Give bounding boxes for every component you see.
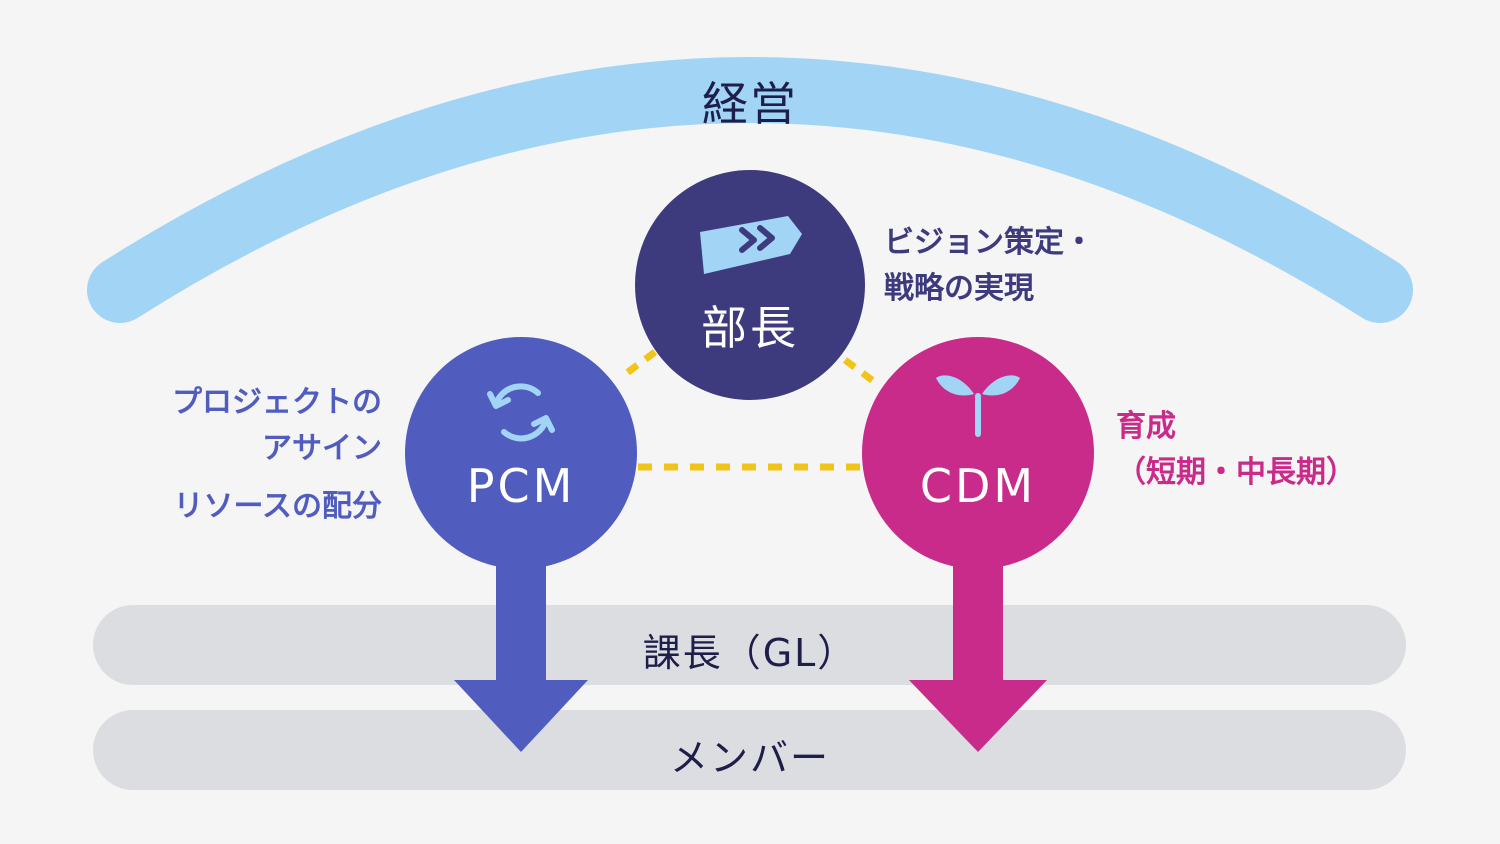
pcm-desc-line3: リソースの配分 [173, 489, 383, 524]
section-manager-label: 課長（GL） [642, 631, 858, 675]
members-label: メンバー [669, 736, 830, 780]
pcm-description: プロジェクトの アサイン リソースの配分 [172, 380, 382, 530]
cycle-arrows-icon [487, 383, 555, 442]
pcm-desc-line1: プロジェクトの [172, 385, 382, 420]
sprout-icon [936, 375, 1020, 437]
director-label: 部長 [701, 301, 799, 355]
cdm-down-arrow [909, 540, 1047, 752]
cdm-node [862, 337, 1094, 569]
director-node [635, 170, 865, 400]
director-description: ビジョン策定・ 戦略の実現 [884, 220, 1094, 312]
pcm-label: PCM [466, 459, 576, 513]
director-desc-line1: ビジョン策定・ [884, 225, 1094, 260]
connector-director-pcm [617, 349, 658, 381]
cdm-label: CDM [919, 459, 1037, 513]
management-label: 経営 [702, 77, 798, 131]
management-arc [87, 57, 1413, 323]
pcm-down-arrow [454, 540, 588, 752]
cdm-desc-line1: 育成 [1116, 409, 1176, 444]
cdm-description: 育成 （短期・中長期） [1116, 404, 1356, 496]
members-band [93, 710, 1406, 790]
pcm-node [405, 337, 637, 569]
connector-director-cdm [842, 357, 883, 389]
pcm-desc-line2: アサイン [262, 431, 382, 466]
chevron-arrow-tag-icon [700, 216, 802, 274]
section-manager-band [93, 605, 1406, 685]
cdm-desc-line2: （短期・中長期） [1116, 455, 1356, 490]
director-desc-line2: 戦略の実現 [884, 271, 1034, 306]
